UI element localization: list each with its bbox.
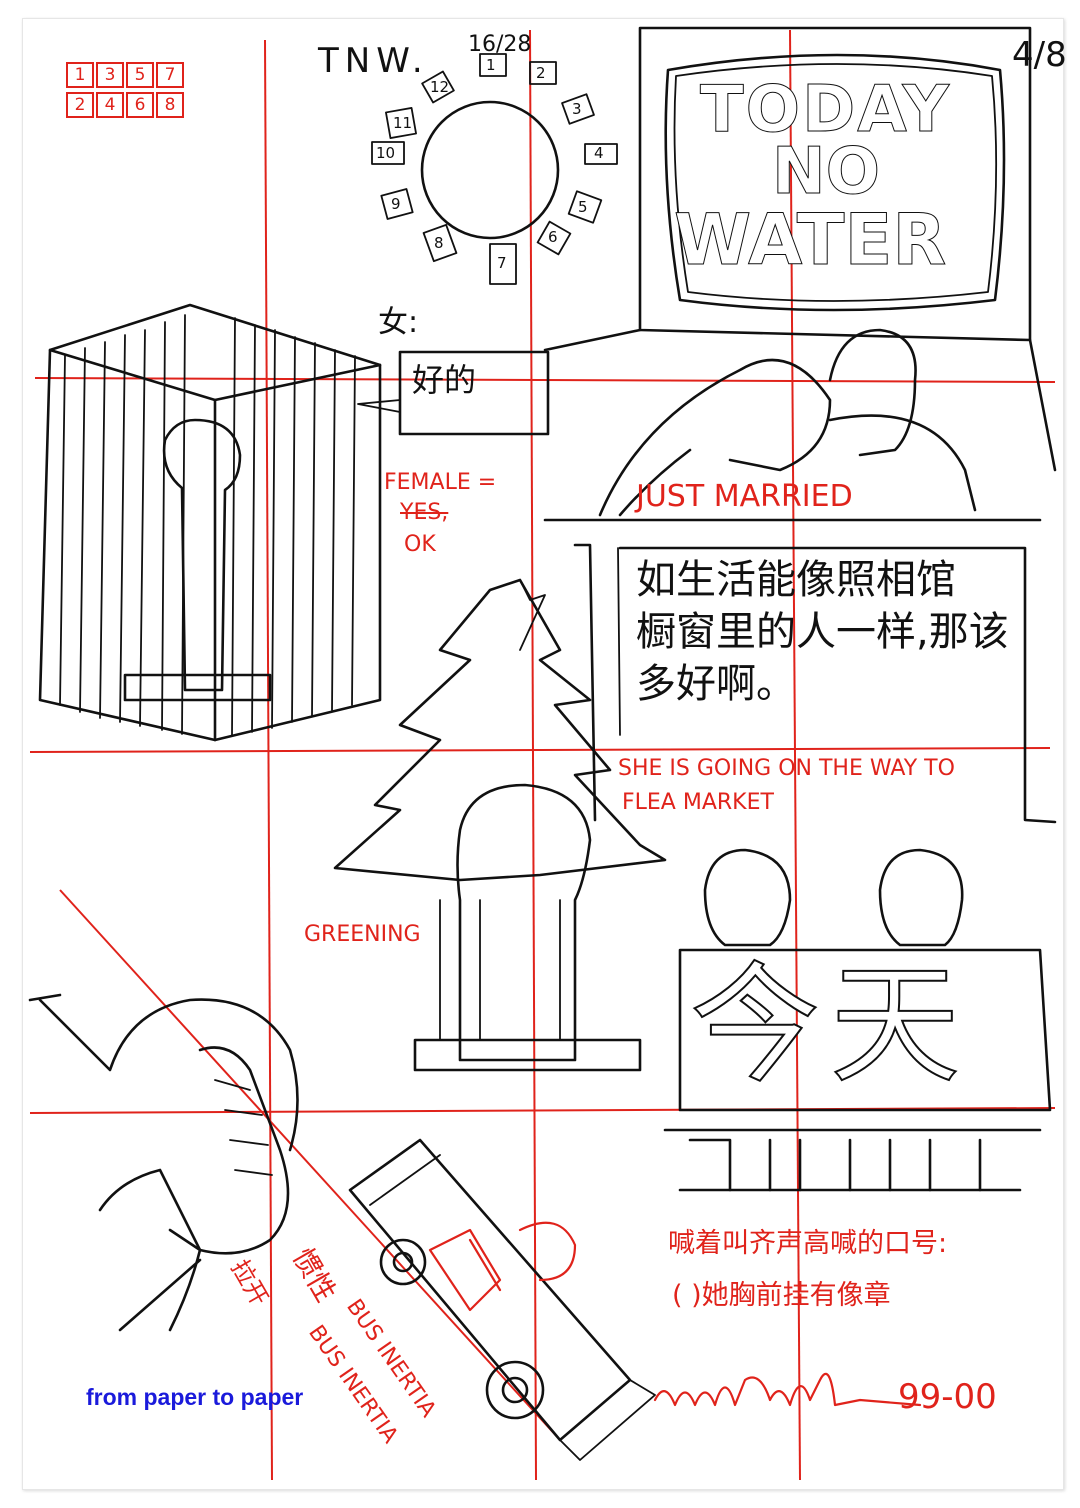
figures-with-sign <box>663 848 1052 1192</box>
clock-number: 7 <box>497 254 507 272</box>
grid-cell: 4 <box>96 92 124 118</box>
tv-headline-no: NO <box>772 135 881 209</box>
signature-name: unfhit <box>650 1376 653 1377</box>
clock-number: 9 <box>391 195 401 213</box>
clock-number: 4 <box>594 144 604 162</box>
speaker-label: 女: <box>378 305 419 340</box>
clock-number: 12 <box>430 78 450 96</box>
grid-cell: 3 <box>96 62 124 88</box>
tv-headline-today: TODAY <box>700 73 951 147</box>
grid-cell: 6 <box>126 92 154 118</box>
paper-sheet <box>22 18 1064 1490</box>
clock-number: 6 <box>548 228 558 246</box>
caption-line: 多好啊。 <box>636 661 796 707</box>
note-just-married: JUST MARRIED <box>636 479 853 514</box>
grid-cell: 2 <box>66 92 94 118</box>
clock-number: 1 <box>486 56 496 74</box>
clock-number: 5 <box>578 198 588 216</box>
note-cn-badge: ( )她胸前挂有像章 <box>672 1280 891 1311</box>
tv-headline-water: WATER <box>673 199 947 281</box>
clock-number: 11 <box>393 114 413 132</box>
signature-scrawl <box>653 1372 922 1407</box>
caption-box-outline <box>573 543 1057 824</box>
sign-character: 天 <box>829 949 961 1101</box>
cage-kiosk-drawing <box>38 303 382 742</box>
bus-drawing <box>348 1138 656 1461</box>
caption-line: 橱窗里的人一样,那该 <box>636 609 1009 655</box>
tree-drawing <box>333 578 667 1072</box>
clock-number: 8 <box>434 234 444 252</box>
clock-number: 10 <box>376 144 396 162</box>
caption-line: 如生活能像照相馆 <box>636 557 956 603</box>
signature-years: 99-00 <box>898 1377 997 1417</box>
page-fraction: 4/8 <box>1012 35 1067 75</box>
note-flea-market-2: FLEA MARKET <box>622 790 774 815</box>
couple-drawing <box>543 328 1057 522</box>
clock-drawing <box>371 53 618 285</box>
note-yes: YES, <box>400 500 449 525</box>
note-female: FEMALE = <box>384 470 497 495</box>
note-ok: OK <box>404 532 436 557</box>
grid-cell: 7 <box>156 62 184 88</box>
footer-caption: from paper to paper <box>86 1384 304 1410</box>
speech-bubble <box>357 350 550 436</box>
note-flea-market-1: SHE IS GOING ON THE WAY TO <box>618 756 955 781</box>
grid-cell: 1 <box>66 62 94 88</box>
head-with-hand-drawing <box>28 993 299 1332</box>
date-marks: 16/28 <box>468 32 532 57</box>
tnw-label: TNW. <box>318 41 429 81</box>
clock-number: 2 <box>536 64 546 82</box>
grid-cell: 8 <box>156 92 184 118</box>
clock-number: 3 <box>572 100 582 118</box>
sign-character: 今 <box>689 949 821 1101</box>
grid-cell: 5 <box>126 62 154 88</box>
note-cn-shout: 喊着叫齐声高喊的口号: <box>668 1228 948 1259</box>
note-greening: GREENING <box>304 922 421 947</box>
speech-bubble-text: 好的 <box>412 361 477 399</box>
